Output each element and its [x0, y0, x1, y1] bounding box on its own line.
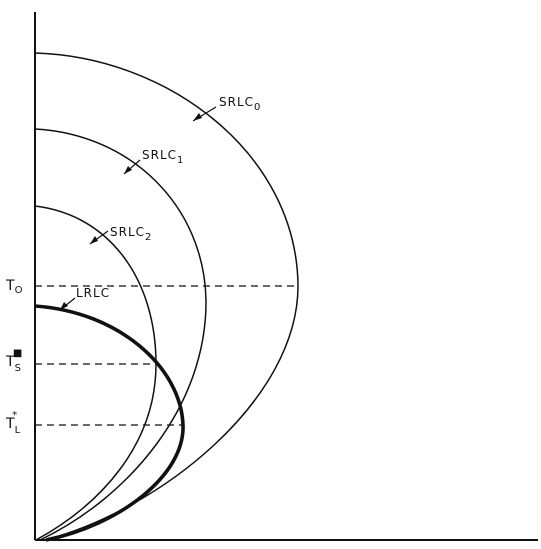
srlc2-label: SRLC2 — [110, 225, 152, 243]
srlc0-pointer — [192, 106, 217, 122]
lrlc-pointer — [59, 297, 76, 311]
srlc1-label: SRLC1 — [142, 148, 184, 166]
t0-label: TO — [5, 278, 23, 296]
srlc1-pointer — [123, 159, 141, 175]
srlc2-pointer — [89, 230, 109, 245]
srlc2-curve — [34, 205, 157, 541]
lrlc-curve — [34, 304, 185, 542]
tl-label: TL* — [5, 410, 21, 436]
lrlc-label: LRLC — [76, 286, 110, 300]
srlc0-label: SRLC0 — [219, 95, 261, 113]
ts-label: TS■ — [5, 348, 22, 374]
srlc1-curve — [34, 128, 207, 541]
srlc0-curve — [34, 52, 299, 541]
